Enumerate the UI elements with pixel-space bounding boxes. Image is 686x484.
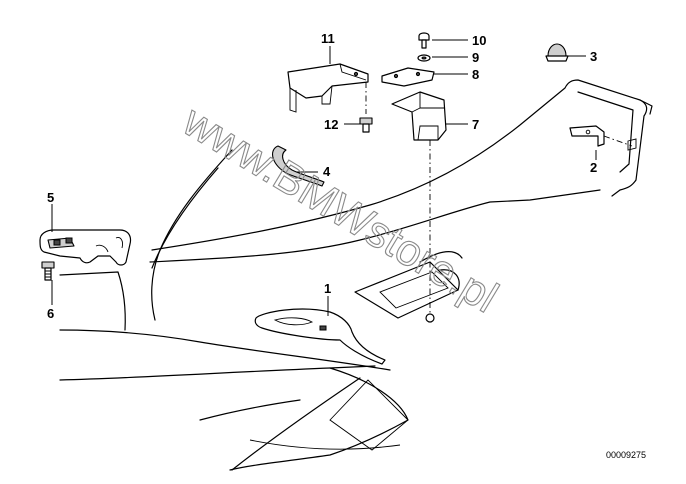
callout-2: 2 [590, 160, 597, 175]
callout-11: 11 [321, 31, 335, 46]
part-1-plate [254, 308, 386, 365]
part-7-bracket [391, 91, 447, 323]
part-2-bracket [569, 125, 637, 151]
part-11-bracket [287, 63, 369, 113]
callout-1: 1 [324, 281, 331, 296]
callout-9: 9 [472, 50, 479, 65]
callout-7: 7 [472, 117, 479, 132]
part-3-cap [545, 43, 569, 62]
leader-lines [51, 39, 597, 316]
part-8-plate [381, 67, 435, 87]
callout-6: 6 [47, 306, 54, 321]
part-5-mount-bracket [39, 229, 132, 266]
part-12-screw [359, 82, 373, 133]
part-9-washer [417, 54, 431, 62]
part-6-bolt [41, 261, 55, 281]
callout-4: 4 [323, 164, 331, 179]
callout-12: 12 [324, 117, 338, 132]
callout-5: 5 [47, 190, 54, 205]
drawing-number: 00009275 [606, 450, 646, 460]
callout-8: 8 [472, 67, 479, 82]
callout-3: 3 [590, 49, 597, 64]
watermark-text: www.BMWstore.pl [174, 96, 506, 322]
part-10-screw [418, 32, 430, 49]
vehicle-body-outline [59, 79, 653, 471]
part-4-clip [272, 145, 325, 187]
callout-labels: 1 2 3 4 5 6 7 8 9 10 11 12 [47, 31, 597, 321]
callout-10: 10 [472, 33, 486, 48]
